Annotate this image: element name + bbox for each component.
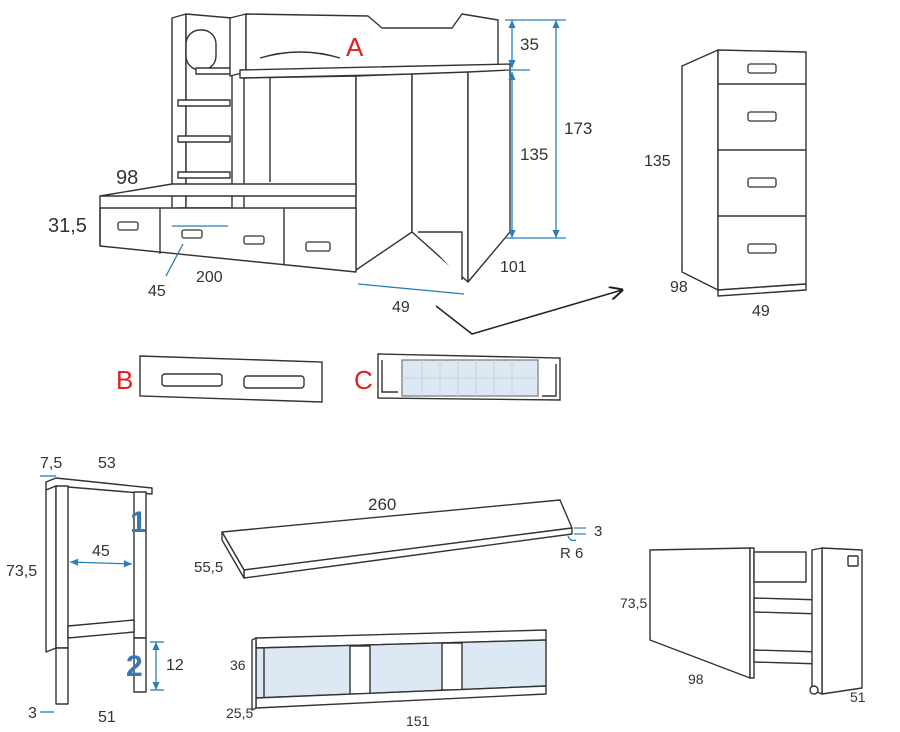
assembly-mark-2: 2 [126, 650, 143, 683]
pullout-cabinet-drawing [649, 547, 863, 695]
dim-49: 49 [392, 299, 410, 316]
label-a: A [346, 32, 364, 62]
cabinet-dim-73-5: 73,5 [620, 595, 647, 611]
loft-bed-dimensions [165, 19, 566, 295]
desktop-radius-r6: R 6 [560, 545, 583, 562]
shelf-dim-36: 36 [230, 657, 246, 673]
desktop-board-dimensions [567, 527, 586, 542]
desk-frame-dimensions [40, 475, 164, 713]
dim-45: 45 [148, 283, 166, 300]
dim-173: 173 [564, 119, 592, 138]
loft-bed-handles [117, 221, 331, 252]
desktop-dim-55-5: 55,5 [194, 559, 223, 576]
pointer-arrow [435, 290, 622, 335]
chest-handles [747, 63, 777, 254]
desktop-dim-3: 3 [594, 523, 602, 540]
chest-drawing [681, 49, 807, 297]
desk-dim-3: 3 [28, 705, 37, 722]
dim-135: 135 [520, 145, 548, 164]
desktop-board-drawing [221, 499, 573, 579]
desk-frame-drawing [45, 477, 153, 705]
desk-dim-45: 45 [92, 543, 110, 560]
dim-200: 200 [196, 269, 223, 286]
desk-dim-73-5: 73,5 [6, 563, 37, 580]
panel-b-drawing [139, 355, 323, 403]
desk-dim-12: 12 [166, 657, 184, 674]
cabinet-dim-51: 51 [850, 689, 866, 705]
shelf-dim-25-5: 25,5 [226, 705, 253, 721]
panel-c-drawing [377, 353, 561, 401]
loft-bed-drawing [99, 13, 511, 283]
label-c: C [354, 365, 373, 395]
chest-dim-49: 49 [752, 303, 770, 320]
desk-dim-7-5: 7,5 [40, 455, 62, 472]
chest-dim-135: 135 [644, 153, 671, 170]
dim-101: 101 [500, 259, 527, 276]
shelf-unit-drawing [251, 629, 547, 711]
desk-dim-51: 51 [98, 709, 116, 726]
dim-98: 98 [116, 167, 138, 189]
dim-35: 35 [520, 35, 539, 54]
chest-dim-98: 98 [670, 279, 688, 296]
cabinet-dim-98: 98 [688, 671, 704, 687]
assembly-mark-1: 1 [130, 506, 147, 539]
shelf-dim-151: 151 [406, 713, 430, 729]
label-b: B [116, 365, 133, 395]
desk-dim-53: 53 [98, 455, 116, 472]
desktop-dim-260: 260 [368, 495, 396, 514]
dim-31-5: 31,5 [48, 215, 87, 237]
